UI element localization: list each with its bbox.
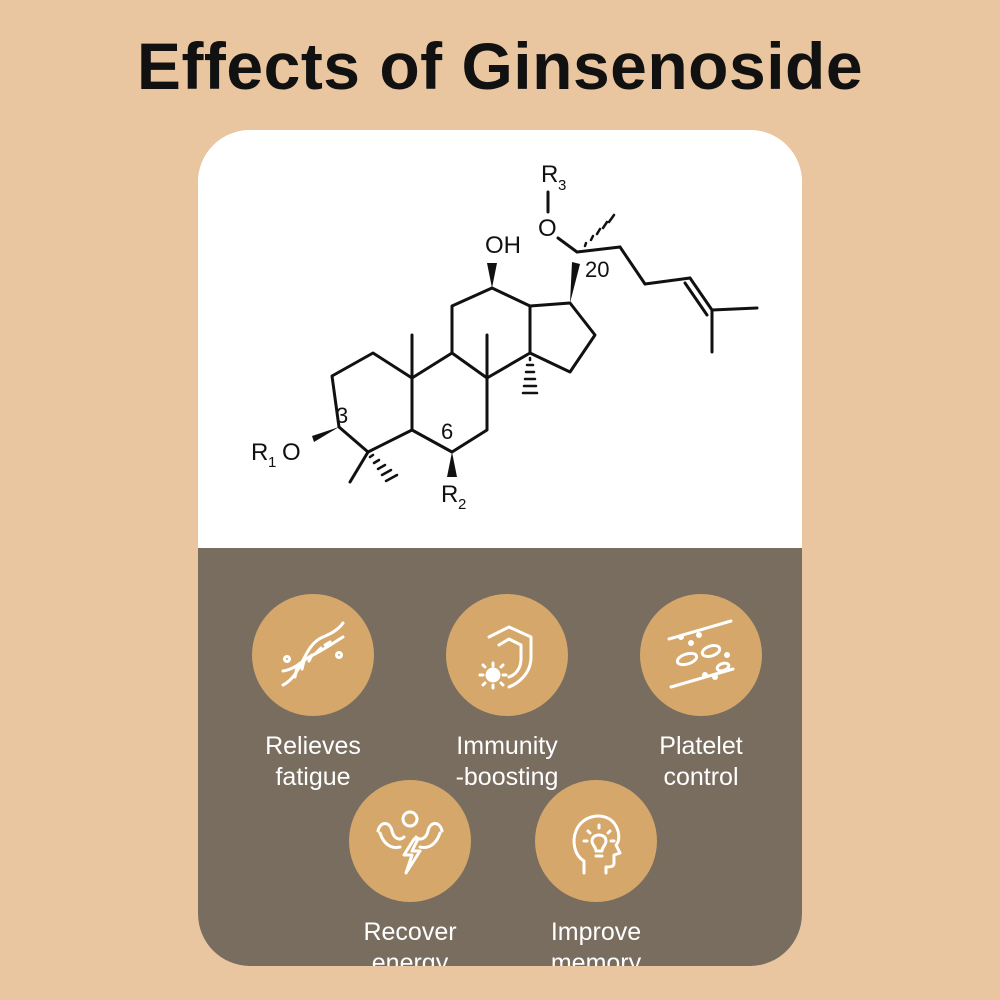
effect-label: Improve memory [550,918,642,966]
effect-label: Relieves fatigue [265,732,361,791]
page-title: Effects of Ginsenoside [136,29,864,103]
effect-relieves-fatigue: Relieves fatigue [213,594,413,793]
r3-label: R [541,161,558,188]
dna-icon [281,621,345,687]
oxygen-label-left: O [282,439,301,466]
effect-icon-circle [349,780,471,902]
effect-label: Immunity -boosting [455,732,559,791]
effect-immunity-boosting: Immunity -boosting [407,594,607,793]
r1-label: R [251,439,268,466]
effect-icon-circle [446,594,568,716]
effect-icon-circle [640,594,762,716]
r1-subscript: 1 [268,454,276,471]
shield-icon [478,625,533,690]
carbon-20-label: 20 [585,257,609,282]
effect-improve-memory: Improve memory [496,780,696,966]
effect-recover-energy: Recover energy [310,780,510,966]
effect-label: Recover energy [363,918,457,966]
carbon-3-label: 3 [336,403,348,428]
info-card: OH O R 3 R 1 O R 2 3 6 20 [198,130,802,966]
ginsenoside-structure-diagram: OH O R 3 R 1 O R 2 3 6 20 [198,130,802,548]
carbon-6-label: 6 [441,419,453,444]
effects-panel: Relieves fatigue [198,548,802,966]
effect-platelet-control: Platelet control [601,594,801,793]
oxygen-label-top: O [538,215,557,242]
head-bulb-icon [572,814,622,875]
effect-icon-circle [535,780,657,902]
effect-label: Platelet control [659,732,743,791]
r2-subscript: 2 [458,496,466,513]
platelet-icon [667,619,735,689]
r3-subscript: 3 [558,177,566,194]
r2-label: R [441,481,458,508]
molecule-svg: OH O R 3 R 1 O R 2 3 6 20 [251,161,759,513]
effect-icon-circle [252,594,374,716]
muscle-bolt-icon [376,810,444,875]
hydroxyl-label: OH [485,232,521,259]
